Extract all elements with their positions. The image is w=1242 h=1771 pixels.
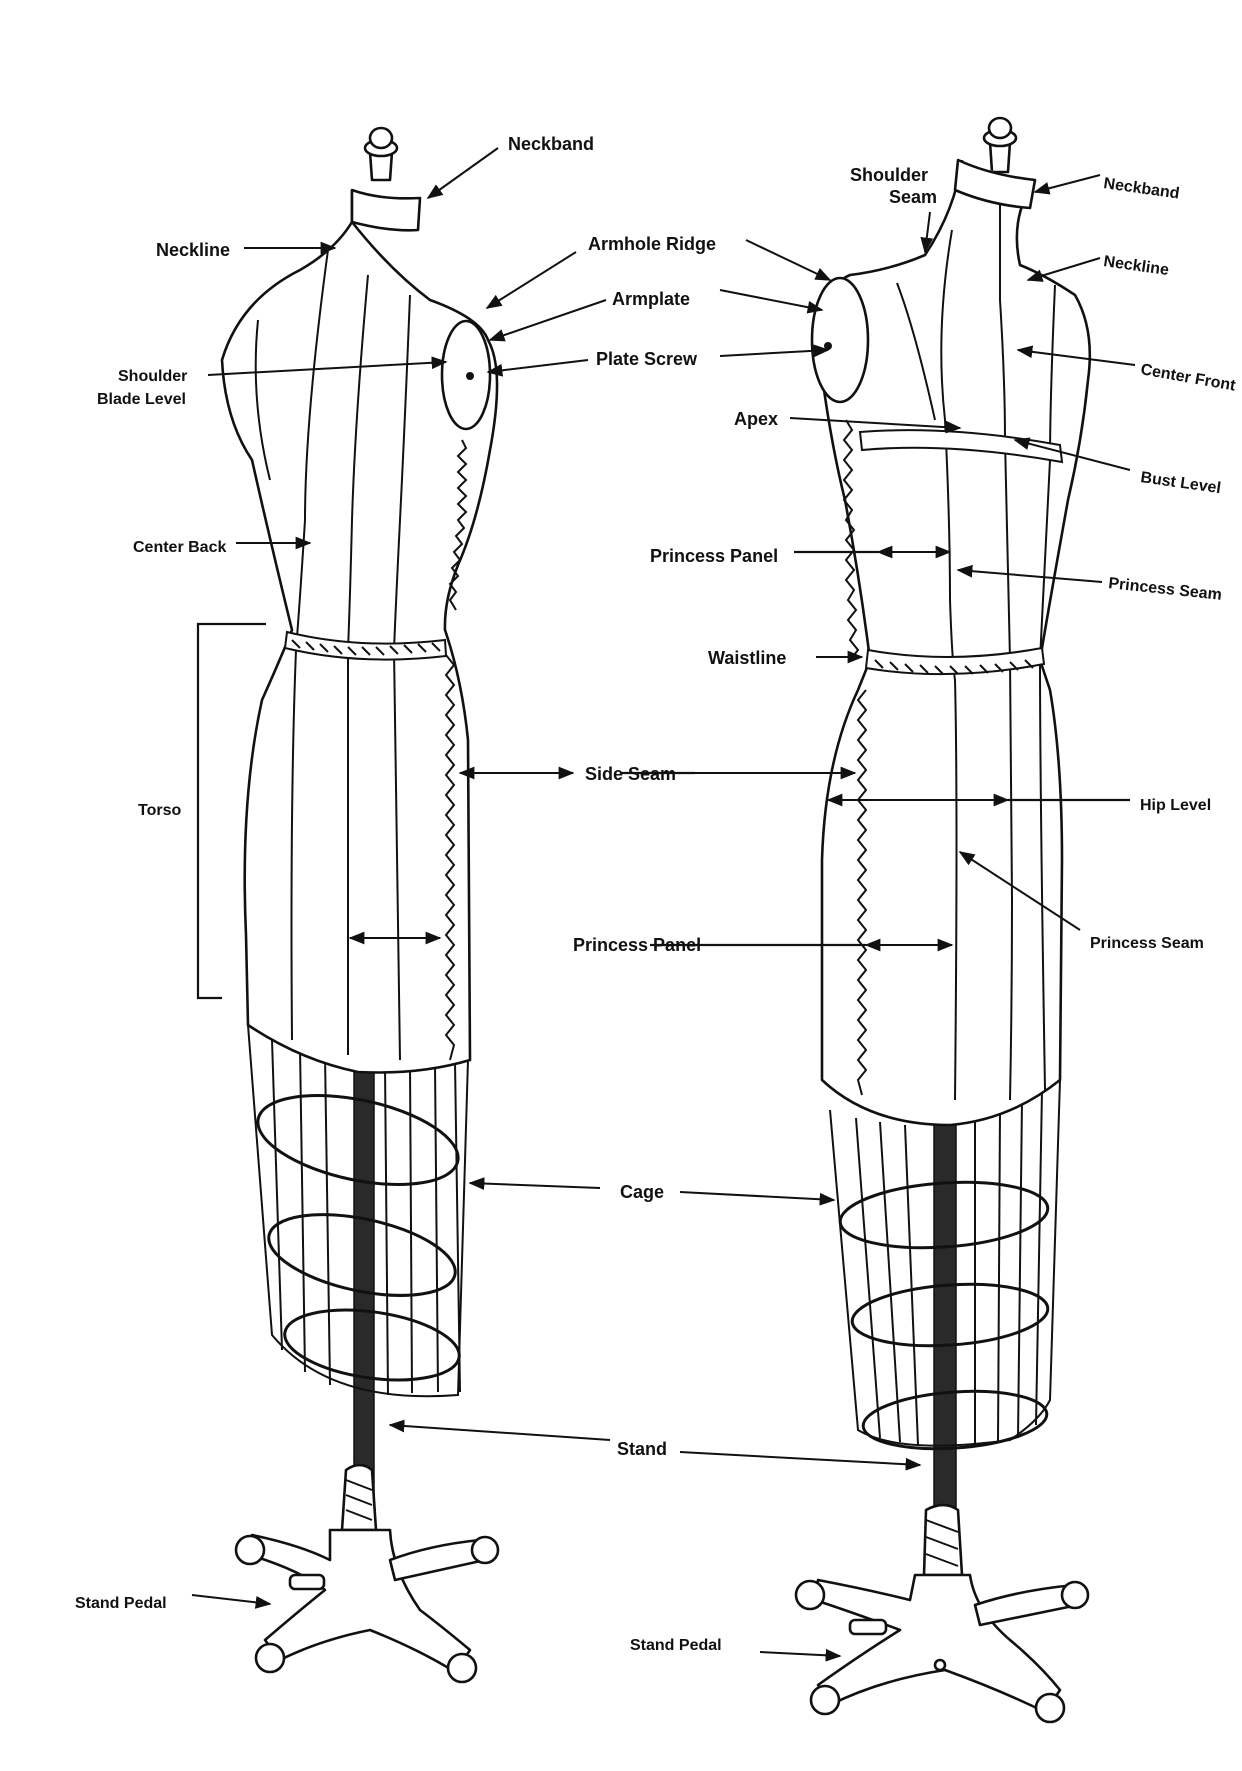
label-neckline-right: Neckline [1102,253,1170,279]
label-plate-screw: Plate Screw [596,349,698,369]
leader-lines [191,147,1136,1662]
label-armhole-ridge: Armhole Ridge [588,234,716,254]
label-neckband-right: Neckband [1102,175,1180,202]
label-apex: Apex [734,409,778,429]
label-side-seam: Side Seam [585,764,676,784]
label-princess-seam-lower: Princess Seam [1090,935,1204,952]
label-stand-pedal-right: Stand Pedal [630,1637,722,1654]
left-stand-base [234,1463,500,1684]
right-stand-base [794,1503,1090,1724]
label-stand-pedal-left: Stand Pedal [75,1595,167,1612]
left-finial [363,126,399,182]
label-hip-level: Hip Level [1140,797,1211,814]
label-shoulder-blade-level-line1: Shoulder [118,368,187,385]
left-cage [247,1024,469,1398]
label-neckband-left: Neckband [508,134,594,154]
label-shoulder-blade-level-line2: Blade Level [97,391,186,408]
left-armplate [440,319,492,431]
label-armplate: Armplate [612,289,690,309]
label-princess-seam-upper: Princess Seam [1108,575,1223,604]
label-torso: Torso [138,802,181,819]
label-center-front: Center Front [1139,361,1237,395]
label-princess-panel-right: Princess Panel [650,546,778,566]
label-waistline: Waistline [708,648,786,668]
right-armplate [810,276,870,404]
right-dress-form [794,116,1092,1724]
label-shoulder-seam-line1: Shoulder [850,165,928,185]
label-cage: Cage [620,1182,664,1202]
label-center-back: Center Back [133,539,226,556]
label-neckline-left: Neckline [156,240,230,260]
right-cage [829,1079,1061,1451]
label-princess-panel-left: Princess Panel [573,935,701,955]
label-stand: Stand [617,1439,667,1459]
right-finial [982,116,1018,174]
label-bust-level: Bust Level [1139,469,1222,497]
label-shoulder-seam-line2: Seam [889,187,937,207]
left-dress-form [220,126,500,1684]
left-torso-body [220,190,499,1074]
torso-bracket [196,622,266,1000]
